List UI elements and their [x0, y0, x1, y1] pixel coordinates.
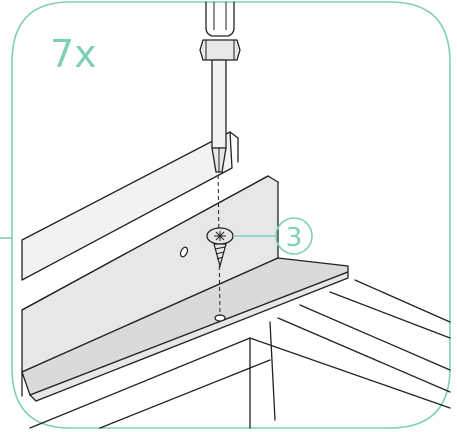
slot-hole: [179, 246, 189, 258]
callout-circle: [275, 217, 313, 255]
metal-profile-base: [21, 257, 349, 402]
guide-line: [217, 167, 221, 317]
metal-profile-back: [21, 131, 239, 281]
metal-profile-front: [21, 175, 279, 373]
quantity-label: 7x: [50, 32, 97, 76]
wooden-frame: [29, 279, 451, 429]
callout-number: 3: [286, 223, 303, 253]
screwdriver-icon: [199, 1, 241, 173]
step-frame: [0, 1, 451, 429]
